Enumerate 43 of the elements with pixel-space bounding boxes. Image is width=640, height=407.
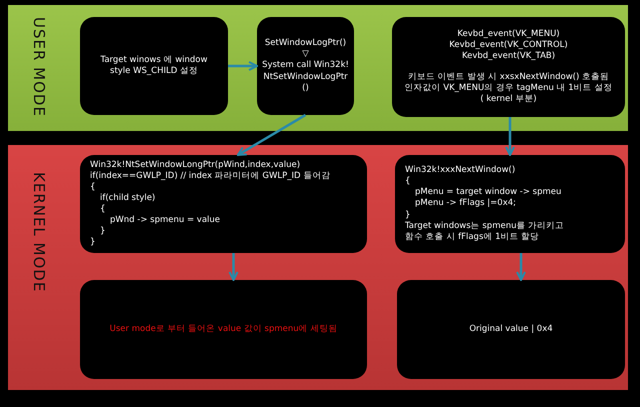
code-line: { — [90, 182, 96, 193]
code-line: } — [90, 237, 96, 248]
box-text: Kevbd_event(VK_TAB) — [460, 50, 556, 62]
arrow — [228, 253, 238, 281]
box-text: 인자값이 VK_MENU의 경우 tagMenu 내 1비트 설정 — [404, 83, 614, 94]
box-text: 키보드 이벤트 발생 시 xxsxNextWindow() 호출됨 — [407, 72, 610, 84]
code-line: Win32k!NtSetWindowLongPtr(pWind,index,value) — [90, 160, 302, 171]
mode-band — [8, 5, 628, 131]
arrow — [516, 253, 526, 281]
mode-band — [8, 145, 628, 390]
process-box — [392, 17, 625, 117]
box-text: Kevbd_event(VK_CONTROL) — [448, 40, 569, 51]
code-line: } — [99, 226, 106, 238]
code-line: if(child style) — [99, 192, 156, 204]
arrow — [228, 61, 258, 71]
box-text: ( kernel 부분) — [479, 94, 538, 106]
result-box — [397, 280, 625, 379]
box-text: Target winows 에 window style WS_CHILD 설정 — [100, 54, 208, 78]
code-line: } — [405, 210, 412, 221]
box-text: ▽ — [301, 49, 310, 60]
mode-label: KERNEL MODE — [30, 172, 48, 292]
box-text: SetWindowLogPtr() — [264, 38, 348, 50]
arrow — [505, 117, 515, 156]
mode-label: USER MODE — [30, 17, 48, 117]
box-text: Kevbd_event(VK_MENU) — [456, 28, 561, 40]
code-line: Target windows는 spmenu를 가리키고 — [405, 220, 566, 232]
process-box — [257, 17, 354, 115]
code-line: 함수 호출 시 fFlags에 1비트 할당 — [405, 232, 540, 243]
code-line: pWnd -> spmenu = value — [109, 215, 222, 226]
code-box — [80, 155, 367, 253]
code-line: { — [99, 204, 106, 216]
box-text: User mode로 부터 들어온 value 값이 spmenu에 세팅됨 — [108, 324, 338, 336]
code-line: if(index==GWLP_ID) // index 파라미터에 GWLP_ID 들어감 — [90, 170, 332, 182]
code-line: pMenu -> fFlags |=0x4; — [414, 198, 517, 210]
code-box — [395, 155, 625, 253]
arrow — [236, 114, 306, 156]
box-text: System call Win32k!NtSetWindowLogPtr() — [262, 60, 349, 94]
code-line: { — [405, 176, 412, 188]
code-line: Win32k!xxxNextWindow() — [405, 165, 516, 176]
code-line: pMenu = target window -> spmeu — [414, 187, 562, 198]
process-box — [80, 17, 228, 115]
box-text: Original value | 0x4 — [468, 324, 554, 336]
result-box — [80, 280, 367, 379]
